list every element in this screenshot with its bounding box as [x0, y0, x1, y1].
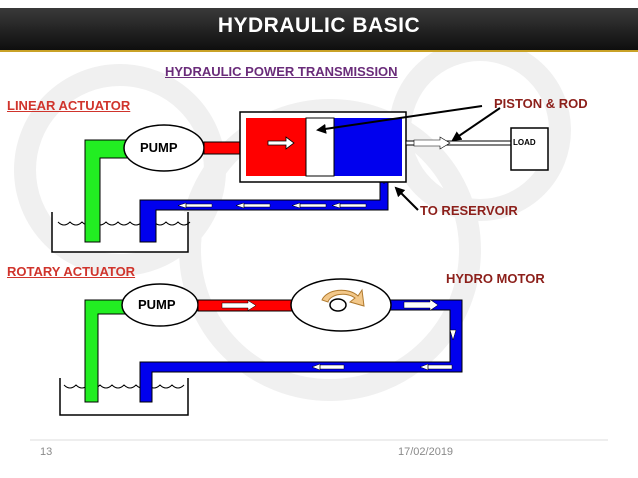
diagram-subtitle: HYDRAULIC POWER TRANSMISSION: [165, 64, 398, 79]
rotation-arrow-icon: [321, 288, 365, 307]
pressure-flow-arrows-2: [221, 300, 257, 311]
reservoir-2: [59, 378, 189, 416]
rod-callout-arrow: [451, 107, 501, 142]
return-flow-arrows-1: [177, 171, 389, 209]
piston-push-arrow: [267, 136, 295, 150]
pump-1-label: PUMP: [140, 140, 178, 155]
hydraulic-cylinder: [239, 111, 407, 183]
slide-date: 17/02/2019: [398, 446, 454, 458]
to-reservoir-label: TO RESERVOIR: [420, 203, 518, 218]
piston-callout-arrow: [316, 105, 483, 134]
title-bar: [0, 8, 638, 52]
page-title: HYDRAULIC BASIC: [217, 14, 421, 37]
rotary-actuator-label: ROTARY ACTUATOR: [7, 264, 136, 279]
rod-motion-arrows: [413, 136, 451, 150]
load-box: [510, 127, 549, 171]
pump-2-label: PUMP: [138, 297, 176, 312]
hydro-motor-label: HYDRO MOTOR: [446, 271, 545, 286]
piston-rod-label: PISTON & ROD: [494, 96, 588, 111]
return-flow-arrows-2: [311, 299, 457, 371]
motor-shaft: [329, 298, 347, 312]
slide-number: 13: [40, 446, 53, 458]
background-decoration: [14, 39, 571, 401]
reservoir-1: [51, 212, 189, 253]
reservoir-callout-arrow: [394, 186, 419, 211]
reservoir-1-fluid: [57, 221, 191, 226]
linear-actuator-label: LINEAR ACTUATOR: [7, 98, 131, 113]
load-label: LOAD: [513, 138, 536, 147]
